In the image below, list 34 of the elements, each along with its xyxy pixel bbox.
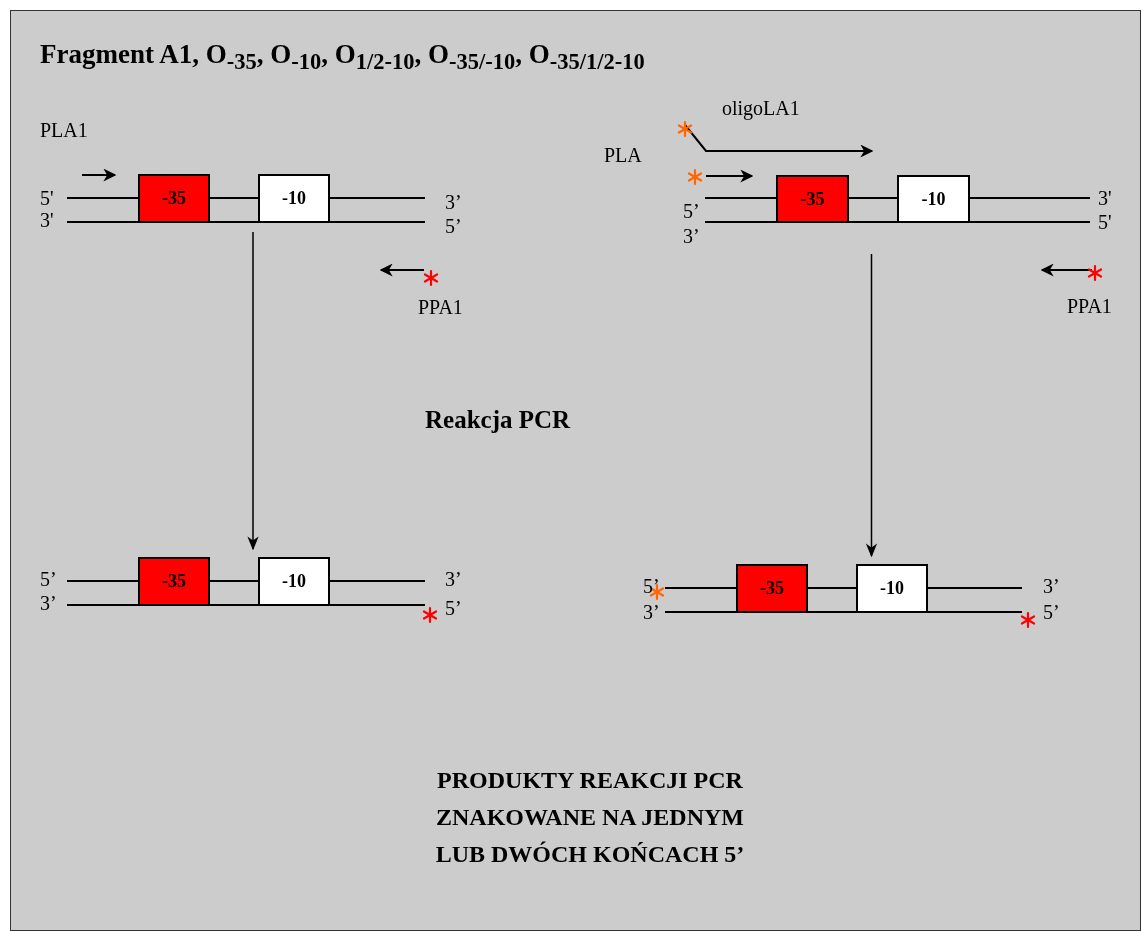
strand-end-label: 5’ <box>683 201 700 221</box>
arrow <box>865 253 878 558</box>
strand-end-label: 5' <box>40 188 54 208</box>
primer-label: oligoLA1 <box>722 98 800 118</box>
primer-label: PLA1 <box>40 120 88 140</box>
promoter-box: -35 <box>776 175 849 223</box>
strand-end-label: 5’ <box>643 576 660 596</box>
caption-text: PRODUKTY REAKCJI PCR ZNAKOWANE NA JEDNYM LUB DWÓCH KOŃCACH 5’ <box>434 766 746 869</box>
strand-end-label: 3’ <box>445 569 462 589</box>
strand-end-label: 3' <box>1098 188 1112 208</box>
promoter-box: -10 <box>856 564 928 613</box>
strand-end-label: 3’ <box>683 226 700 246</box>
primer-label: PLA <box>604 145 642 165</box>
promoter-box: -10 <box>897 175 970 223</box>
promoter-box: -35 <box>736 564 808 613</box>
reaction-label: Reakcja PCR <box>425 407 571 432</box>
strand-end-label: 5' <box>1098 212 1112 232</box>
primer-label: PPA1 <box>418 297 463 317</box>
strand-end-label: 3' <box>40 210 54 230</box>
primer-label: PPA1 <box>1067 296 1112 316</box>
promoter-box: -10 <box>258 557 330 606</box>
strand-end-label: 3’ <box>1043 576 1060 596</box>
diagram-title: Fragment A1, O$_{-35}$, O$_{-10}$, O$_{1/2-10}$, O$_{-35/-10}$, O$_{-35/1/2-10}$ <box>40 38 645 76</box>
strand-end-label: 5’ <box>40 569 57 589</box>
strand-end-label: 3’ <box>40 593 57 613</box>
strand-end-label: 3’ <box>445 192 462 212</box>
strand-end-label: 5’ <box>445 598 462 618</box>
promoter-box: -10 <box>258 174 330 223</box>
strand-end-label: 3’ <box>643 602 660 622</box>
arrow <box>247 231 259 551</box>
promoter-box: -35 <box>138 557 210 606</box>
strand-end-label: 5’ <box>445 216 462 236</box>
promoter-box: -35 <box>138 174 210 223</box>
strand-end-label: 5’ <box>1043 602 1060 622</box>
